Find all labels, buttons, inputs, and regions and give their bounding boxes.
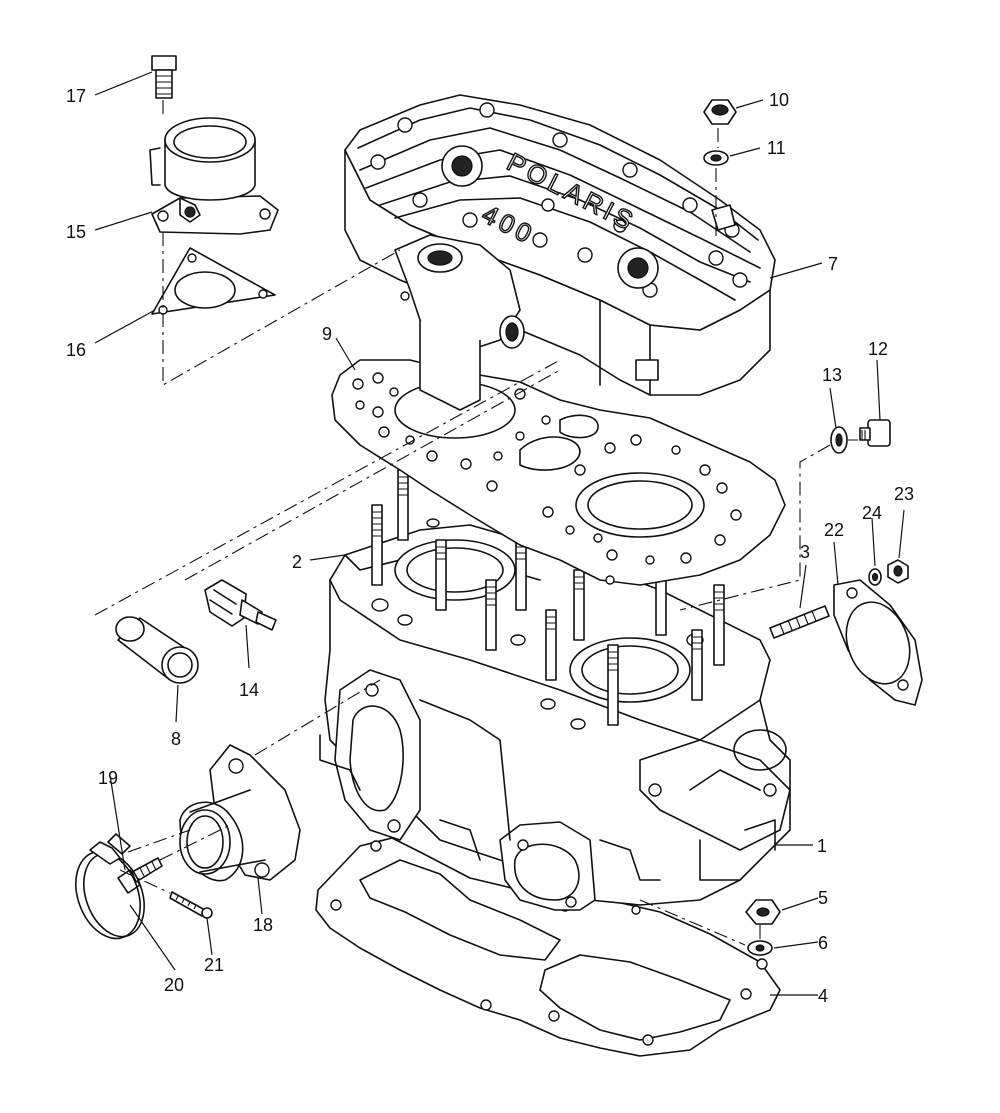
manifold-axis-line [254, 679, 381, 756]
bolt-axis-line [679, 439, 858, 611]
temperature-sensor-part-14 [204, 579, 277, 631]
intake-manifold-part-18 [179, 744, 301, 882]
callout-9: 9 [322, 324, 332, 344]
head-gasket-part-9 [331, 359, 786, 586]
washer-part-13 [830, 426, 848, 454]
clamp-axis-line [127, 829, 191, 853]
cylinder-studs-part-2 [371, 469, 725, 726]
callout-1: 1 [817, 836, 827, 856]
callout-15: 15 [66, 222, 86, 242]
cylinder-block-part-1 [319, 518, 791, 915]
callout-24: 24 [862, 503, 882, 523]
callout-20: 20 [164, 975, 184, 995]
callout-8: 8 [171, 729, 181, 749]
screw-axis-line [119, 869, 171, 894]
nut5-axis-line [639, 899, 761, 946]
nut-axis-line [715, 128, 719, 240]
callout-4: 4 [818, 986, 828, 1006]
clamp-part-20 [75, 833, 145, 940]
bolt19-axis-line [159, 824, 231, 861]
callout-19: 19 [98, 768, 118, 788]
callout-18: 18 [253, 915, 273, 935]
callout-7: 7 [828, 254, 838, 274]
callout-13: 13 [822, 365, 842, 385]
callout-23: 23 [894, 484, 914, 504]
nut-part-23 [887, 559, 909, 584]
head-washer-part-11 [703, 150, 729, 166]
washer-part-24 [868, 568, 882, 586]
washer-part-6 [747, 940, 773, 956]
cylinder-head-part-7: POLARIS 400 [344, 94, 776, 396]
nut-part-5 [745, 899, 781, 925]
callout-16: 16 [66, 340, 86, 360]
plug-part-8 [115, 616, 199, 684]
head-water-outlet [394, 234, 525, 411]
bolt-part-12 [859, 419, 891, 447]
callout-21: 21 [204, 955, 224, 975]
exhaust-stud-part-3 [769, 605, 830, 639]
head-nut-part-10 [703, 99, 737, 125]
callout-14: 14 [239, 680, 259, 700]
callout-12: 12 [868, 339, 888, 359]
callout-2: 2 [292, 552, 302, 572]
callout-22: 22 [824, 520, 844, 540]
water-outlet-part-15 [149, 117, 279, 235]
callout-17: 17 [66, 86, 86, 106]
callout-10: 10 [769, 90, 789, 110]
screw-part-21 [169, 891, 213, 919]
callout-labels: 17 15 16 10 11 7 9 12 13 2 3 22 24 23 14… [66, 86, 914, 1006]
callout-11: 11 [767, 138, 786, 158]
callout-6: 6 [818, 933, 828, 953]
bolt-part-17 [151, 55, 177, 99]
leader-lines [94, 71, 905, 996]
exhaust-gasket-part-22 [833, 579, 923, 706]
outlet-axis-line [162, 100, 401, 386]
sensor-axis-lines [94, 359, 561, 616]
callout-3: 3 [800, 542, 810, 562]
bolt-part-19 [117, 857, 163, 894]
callout-5: 5 [818, 888, 828, 908]
gasket-part-16 [151, 247, 276, 315]
